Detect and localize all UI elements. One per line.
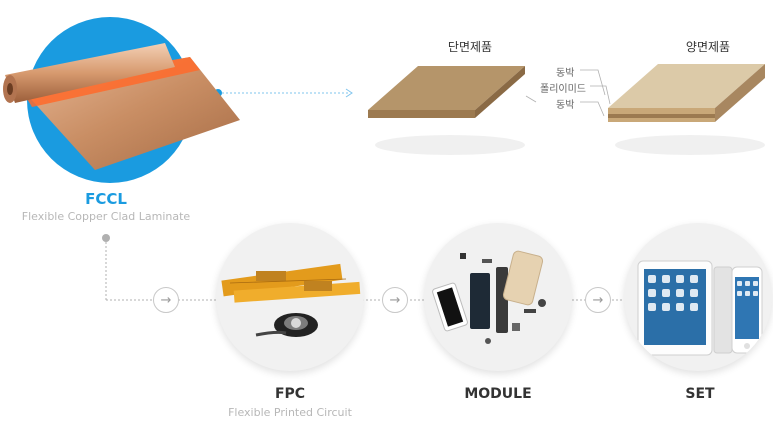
fccl-subtitle: Flexible Copper Clad Laminate — [21, 210, 191, 223]
module-title: MODULE — [464, 386, 532, 402]
single-sided-title: 단면제품 — [447, 40, 493, 54]
fpc-image — [216, 223, 364, 371]
leader-line-middle — [590, 85, 611, 105]
fpc-title: FPC — [274, 386, 306, 402]
module-image — [424, 223, 572, 371]
arrow-right-icon: → — [585, 287, 611, 313]
flex-circuit-icon — [221, 263, 361, 337]
layer-label-middle: 폴리이미드 — [540, 84, 586, 95]
fpc-subtitle: Flexible Printed Circuit — [228, 406, 352, 419]
fccl-start-dot — [102, 234, 110, 242]
leader-line-bottom — [580, 101, 605, 117]
phone-parts-icon — [432, 250, 546, 344]
set-title: SET — [685, 386, 715, 402]
arrow-right-icon: → — [382, 287, 408, 313]
fccl-to-products-arrowhead — [345, 88, 353, 98]
leader-line-top — [580, 69, 606, 96]
fccl-title: FCCL — [85, 190, 127, 208]
tablet-phone-icon — [637, 260, 763, 356]
layer-label-top: 동박 — [556, 68, 575, 79]
layer-label-bottom: 동박 — [556, 100, 575, 111]
double-sided-board — [608, 64, 765, 155]
copper-roll-icon — [3, 17, 240, 183]
single-sided-board — [368, 66, 525, 155]
leader-line-left — [525, 95, 537, 103]
fccl-image — [3, 15, 240, 185]
set-image — [624, 223, 772, 371]
arrow-right-icon: → — [153, 287, 179, 313]
double-sided-title: 양면제품 — [685, 40, 731, 54]
